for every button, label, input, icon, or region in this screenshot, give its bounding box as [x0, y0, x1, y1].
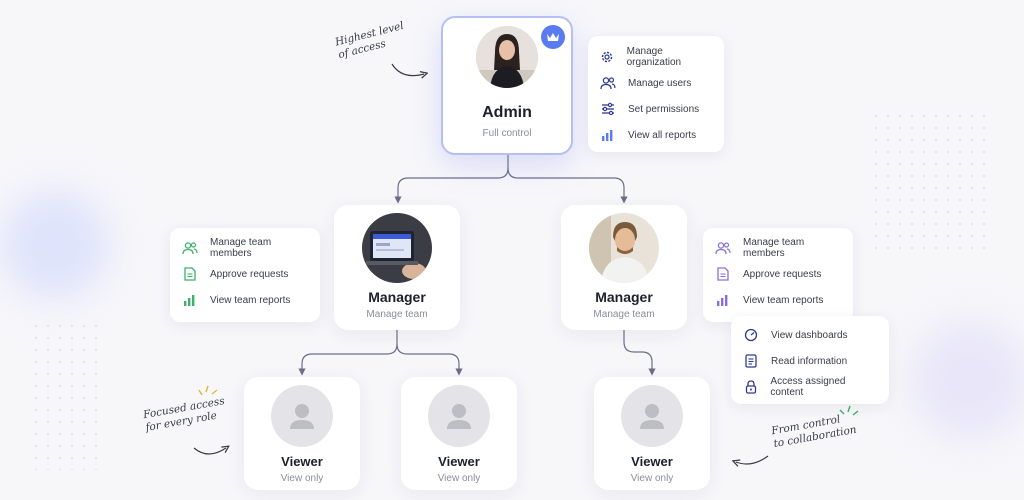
perm-manage-team-members: Manage team members: [182, 235, 308, 261]
sparkle-left: [198, 385, 218, 396]
dot-grid-left: [30, 320, 100, 470]
viewer-3-title: Viewer: [631, 454, 673, 469]
viewer-3-subtitle: View only: [630, 473, 674, 484]
perm-manage-organization: Manage organization: [600, 44, 712, 70]
user-icon: [640, 404, 664, 429]
user-icon: [290, 404, 314, 429]
manager-left-title: Manager: [368, 289, 426, 305]
viewer-1-avatar: [271, 385, 333, 447]
perm-read-information: Read information: [743, 348, 877, 374]
perm-manage-users: Manage users: [600, 70, 712, 96]
annotation-arrow-right: [736, 455, 769, 464]
manager-right-avatar: [589, 213, 659, 283]
viewer-2-title: Viewer: [438, 454, 480, 469]
users-icon: [182, 240, 198, 256]
viewer-card-1[interactable]: Viewer View only: [244, 377, 360, 490]
users-icon: [600, 75, 616, 91]
background-blob-left: [0, 190, 110, 300]
viewer-1-subtitle: View only: [280, 473, 324, 484]
perm-label: Set permissions: [628, 103, 700, 115]
sparkle-right: [839, 405, 859, 416]
perm-manage-team-members: Manage team members: [715, 235, 841, 261]
perm-label: Manage users: [628, 77, 692, 89]
perm-label: View team reports: [210, 294, 291, 306]
perm-label: Manage organization: [626, 46, 682, 68]
connector-manager-right-to-viewer: [623, 330, 656, 376]
manager-right-permissions-panel: Manage team members Approve requests Vie…: [703, 228, 853, 322]
perm-set-permissions: Set permissions: [600, 96, 712, 122]
admin-subtitle: Full control: [482, 128, 532, 139]
annotation-arrow-top: [391, 63, 424, 76]
gear-icon: [600, 49, 615, 65]
manager-card-right[interactable]: Manager Manage team: [561, 205, 687, 330]
manager-left-permissions-panel: Manage team members Approve requests Vie…: [170, 228, 320, 322]
viewer-card-3[interactable]: Viewer View only: [594, 377, 710, 490]
gauge-icon: [743, 327, 759, 343]
document-icon: [182, 266, 198, 282]
manager-card-left[interactable]: Manager Manage team: [334, 205, 460, 330]
perm-approve-requests: Approve requests: [182, 261, 308, 287]
users-icon: [715, 240, 731, 256]
viewer-card-2[interactable]: Viewer View only: [401, 377, 517, 490]
bar-chart-icon: [182, 292, 198, 308]
perm-label: Read information: [771, 355, 848, 367]
bar-chart-icon: [715, 292, 731, 308]
perm-access-assigned-content: Access assigned content: [743, 374, 877, 400]
sliders-icon: [600, 101, 616, 117]
document-icon: [715, 266, 731, 282]
admin-permissions-panel: Manage organization Manage users Set per…: [588, 36, 724, 152]
perm-label: Approve requests: [210, 268, 289, 280]
bar-chart-icon: [600, 127, 616, 143]
admin-avatar: [476, 26, 538, 88]
perm-label: View team reports: [743, 294, 824, 306]
perm-view-team-reports: View team reports: [715, 287, 841, 313]
connector-manager-left-to-viewer-2: [396, 343, 463, 376]
lock-icon: [743, 379, 758, 395]
manager-right-title: Manager: [595, 289, 653, 305]
manager-left-avatar: [362, 213, 432, 283]
perm-view-all-reports: View all reports: [600, 122, 712, 148]
perm-label: View all reports: [628, 129, 697, 141]
annotation-arrow-left: [193, 448, 226, 455]
perm-label: Access assigned content: [770, 376, 846, 398]
perm-approve-requests: Approve requests: [715, 261, 841, 287]
crown-icon: [541, 25, 565, 49]
admin-title: Admin: [482, 104, 532, 121]
viewer-1-title: Viewer: [281, 454, 323, 469]
perm-view-team-reports: View team reports: [182, 287, 308, 313]
perm-label: Manage team members: [743, 237, 805, 259]
perm-label: Manage team members: [210, 237, 272, 259]
perm-label: View dashboards: [771, 329, 848, 341]
viewer-permissions-panel: View dashboards Read information Access …: [731, 316, 889, 404]
connector-admin-to-managers: [394, 155, 509, 204]
viewer-3-avatar: [621, 385, 683, 447]
perm-label: Approve requests: [743, 268, 822, 280]
dot-grid-right: [870, 110, 990, 250]
connector-manager-left-to-viewers: [298, 330, 398, 376]
viewer-2-subtitle: View only: [437, 473, 481, 484]
manager-right-subtitle: Manage team: [593, 309, 655, 320]
manager-left-subtitle: Manage team: [366, 309, 428, 320]
connector-admin-to-manager-right: [507, 167, 628, 204]
document-icon: [743, 353, 759, 369]
background-blob-right: [910, 320, 1024, 440]
admin-card[interactable]: Admin Full control: [441, 16, 573, 155]
viewer-2-avatar: [428, 385, 490, 447]
perm-view-dashboards: View dashboards: [743, 322, 877, 348]
user-icon: [447, 404, 471, 429]
